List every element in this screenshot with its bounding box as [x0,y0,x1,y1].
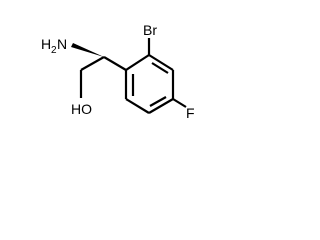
ring-bond-c5-c6 [125,98,150,114]
ring-double-bond-inner-1 [151,62,169,74]
amine-n-label: N [57,36,67,52]
bond-ring-to-chiral [103,56,127,71]
chemical-structure: H 2 N Br F HO [41,22,195,121]
bond-ring-to-f [172,98,187,108]
bromine-label: Br [143,22,157,38]
benzene-ring [124,54,175,114]
ring-bond-c4-c5 [148,98,174,114]
wedge-bond-to-nh2 [71,43,104,57]
fluorine-label: F [186,105,195,121]
hydroxyl-label: HO [71,101,92,117]
bond-chiral-to-ch2 [80,56,105,71]
amine-h-count-label: 2 [51,45,57,56]
ring-bond-c2-c3 [148,54,174,71]
amine-h-label: H [41,36,51,52]
ring-double-bond-inner-2 [149,96,167,107]
ring-bond-c1-c2 [125,54,150,71]
